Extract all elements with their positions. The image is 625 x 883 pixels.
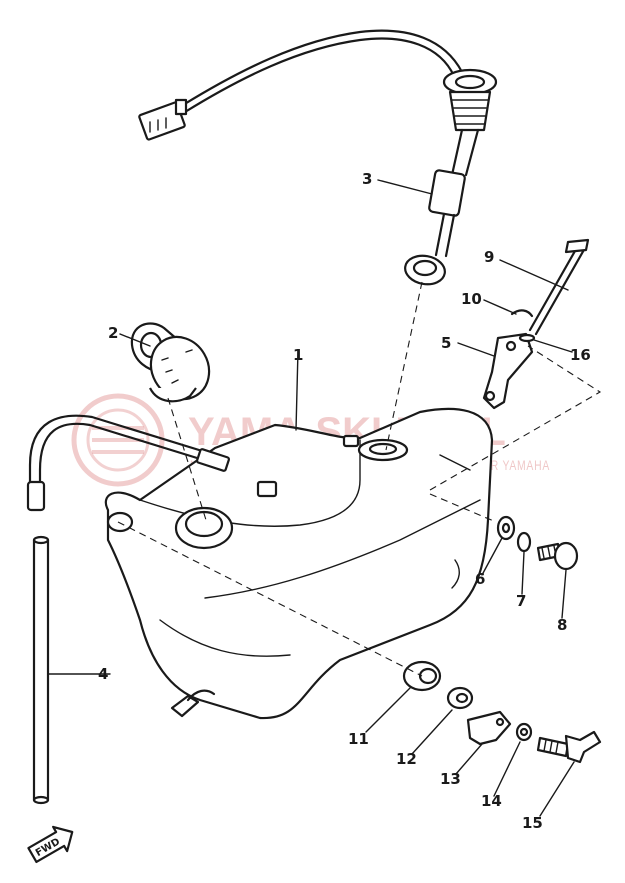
callout-10: 10 [461, 290, 482, 308]
rear-mount-hardware [496, 515, 579, 571]
mounting-bracket [482, 238, 590, 410]
callout-15: 15 [522, 814, 543, 832]
callout-13: 13 [440, 770, 461, 788]
callout-8: 8 [557, 616, 567, 634]
callout-2: 2 [108, 324, 118, 342]
fuel-tank [104, 407, 494, 720]
callout-9: 9 [484, 248, 494, 266]
assembly-lines [117, 281, 602, 677]
forward-arrow-icon: FWD [27, 825, 74, 864]
callout-11: 11 [348, 730, 369, 748]
callout-6: 6 [475, 570, 485, 588]
front-mount-hardware [402, 660, 602, 764]
callout-5: 5 [441, 334, 451, 352]
fuel-gauge-sender [138, 29, 498, 286]
leader-lines [47, 179, 575, 817]
fuel-cap [130, 322, 211, 403]
callout-14: 14 [481, 792, 502, 810]
callout-16: 16 [570, 346, 591, 364]
breather-hose [26, 414, 231, 805]
callout-3: 3 [362, 170, 372, 188]
callout-labels: 1 2 3 4 5 6 7 8 9 10 11 12 13 14 15 16 [98, 170, 591, 832]
callout-4: 4 [98, 665, 108, 683]
callout-1: 1 [293, 346, 303, 364]
callout-7: 7 [516, 592, 526, 610]
callout-12: 12 [396, 750, 417, 768]
watermark-logo-icon [71, 393, 165, 487]
